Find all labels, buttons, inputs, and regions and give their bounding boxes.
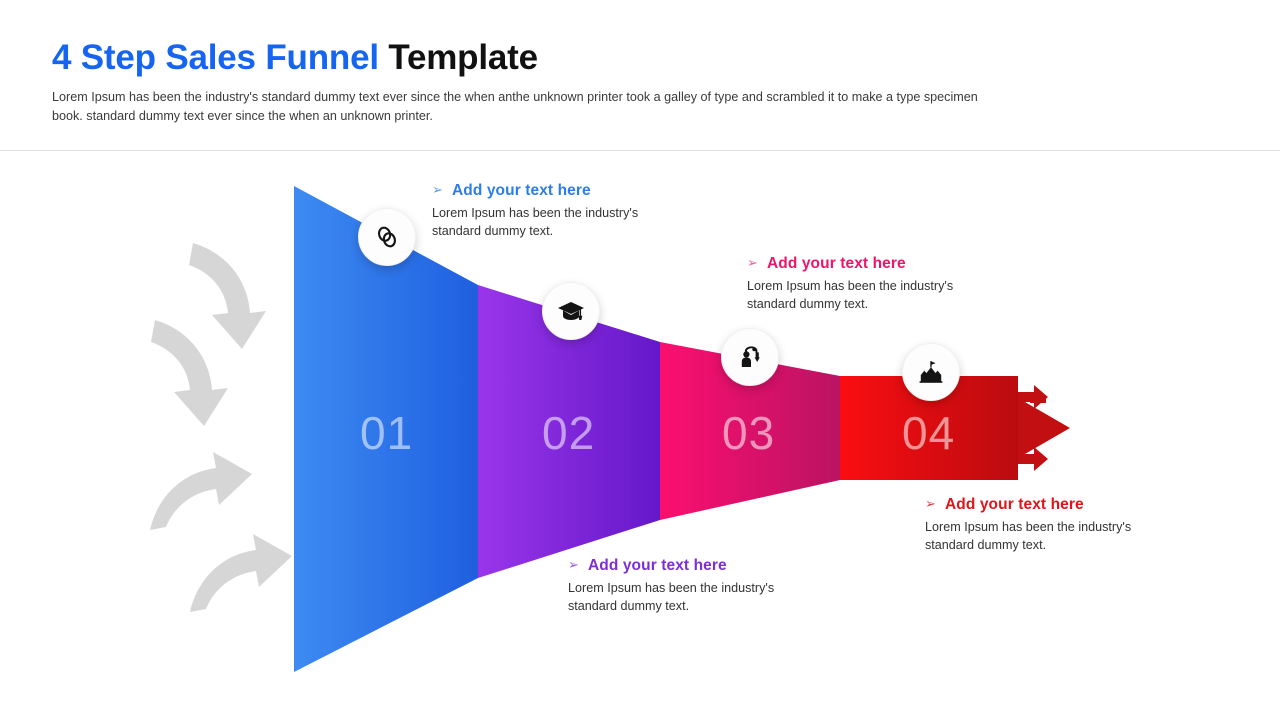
arrow-bullet-icon: ➢ [568, 557, 579, 572]
arrow-bullet-icon: ➢ [432, 182, 443, 197]
callout-heading-text-1: Add your text here [452, 182, 591, 199]
page-title-accent: 4 Step Sales Funnel [52, 38, 379, 77]
page-header: 4 Step Sales Funnel Template Lorem Ipsum… [52, 38, 1052, 125]
callout-step-3: ➢ Add your text here Lorem Ipsum has bee… [747, 255, 953, 313]
callout-step-2: ➢ Add your text here Lorem Ipsum has bee… [568, 557, 774, 615]
callout-heading-1: ➢ Add your text here [432, 182, 638, 200]
callout-step-4: ➢ Add your text here Lorem Ipsum has bee… [925, 496, 1131, 554]
page-title: 4 Step Sales Funnel Template [52, 38, 1052, 77]
graduation-cap-icon [557, 297, 585, 325]
chain-link-icon [373, 223, 401, 251]
recruitment-person-icon [736, 343, 764, 371]
header-divider [0, 150, 1280, 151]
page-subtitle: Lorem Ipsum has been the industry's stan… [52, 90, 978, 123]
funnel-segment-2 [478, 285, 660, 578]
arrow-bullet-icon: ➢ [747, 255, 758, 270]
callout-body-4: Lorem Ipsum has been the industry's stan… [925, 520, 1132, 552]
funnel-end-arrow [1018, 385, 1070, 471]
step-icon-badge-1[interactable] [358, 208, 416, 266]
callout-body-3: Lorem Ipsum has been the industry's stan… [747, 279, 954, 311]
step-icon-badge-2[interactable] [542, 282, 600, 340]
page-title-plain: Template [378, 38, 538, 77]
decorative-curved-arrows-bottom [150, 452, 292, 612]
callout-heading-3: ➢ Add your text here [747, 255, 953, 273]
callout-body-2: Lorem Ipsum has been the industry's stan… [568, 581, 775, 613]
callout-step-1: ➢ Add your text here Lorem Ipsum has bee… [432, 182, 638, 240]
step-icon-badge-4[interactable] [902, 343, 960, 401]
step-icon-badge-3[interactable] [721, 328, 779, 386]
callout-heading-2: ➢ Add your text here [568, 557, 774, 575]
callout-heading-4: ➢ Add your text here [925, 496, 1131, 514]
funnel-segment-3 [660, 342, 840, 520]
callout-body-1: Lorem Ipsum has been the industry's stan… [432, 206, 639, 238]
growth-chart-flag-icon [917, 358, 945, 386]
callout-heading-text-3: Add your text here [767, 255, 906, 272]
callout-heading-text-4: Add your text here [945, 496, 1084, 513]
funnel-segment-1 [294, 186, 478, 672]
arrow-bullet-icon: ➢ [925, 496, 936, 511]
funnel-segment-4 [840, 376, 1018, 480]
decorative-curved-arrows-top [151, 243, 266, 426]
callout-heading-text-2: Add your text here [588, 557, 727, 574]
